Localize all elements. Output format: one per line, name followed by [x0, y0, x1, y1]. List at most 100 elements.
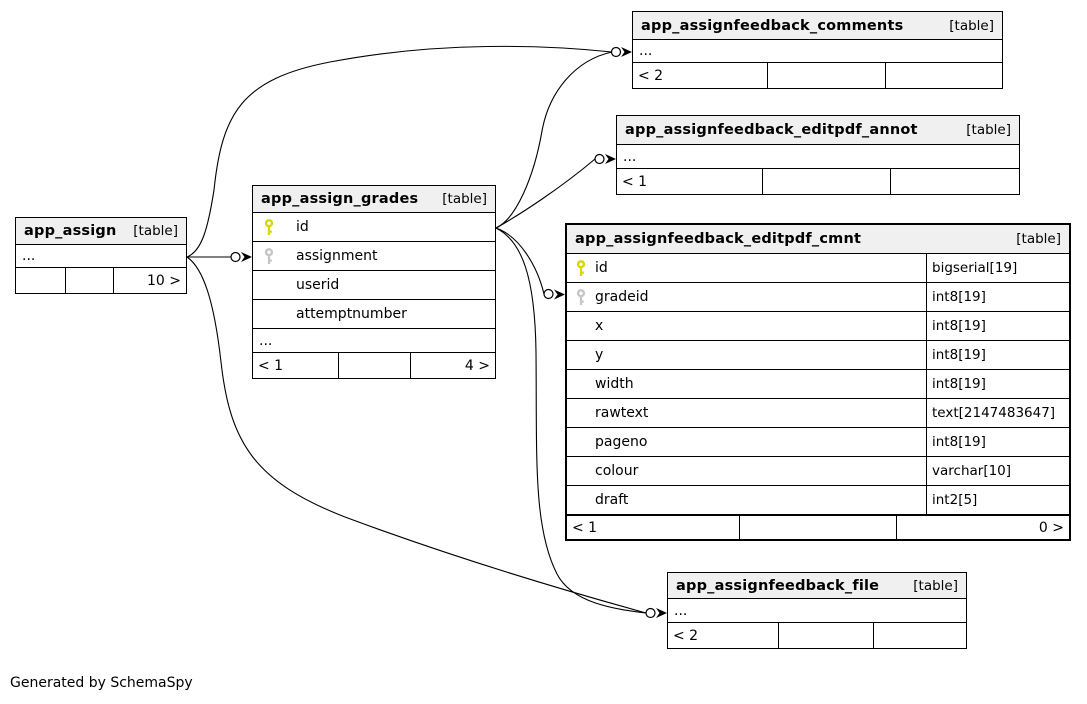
table-type-badge: [table] — [949, 17, 994, 34]
primary-key-icon — [263, 218, 275, 236]
fk-line-assign-comments — [186, 45, 613, 258]
connector-end-file — [645, 607, 667, 619]
table-header[interactable]: app_assignfeedback_editpdf_cmnt [table] — [567, 225, 1069, 254]
column-name: id — [595, 260, 608, 276]
footer-children: 0 > — [1038, 519, 1064, 536]
footer-parents: < 1 — [253, 353, 339, 378]
column-type: int8[19] — [926, 428, 1069, 456]
primary-key-icon — [575, 259, 587, 277]
table-name[interactable]: app_assignfeedback_editpdf_annot — [625, 122, 918, 138]
connector-end-comments — [610, 46, 632, 58]
footer-parents — [16, 268, 66, 293]
column-row-rawtext: rawtext text[2147483647] — [567, 399, 1069, 428]
column-name: rawtext — [595, 405, 649, 421]
footer-children — [874, 623, 966, 648]
table-header[interactable]: app_assignfeedback_editpdf_annot [table] — [617, 116, 1019, 145]
column-row-x: x int8[19] — [567, 312, 1069, 341]
column-row-draft: draft int2[5] — [567, 486, 1069, 515]
foreign-key-icon — [263, 247, 275, 265]
table-footer: < 1 4 > — [253, 353, 495, 378]
table-name[interactable]: app_assign_grades — [261, 191, 419, 207]
table-footer: < 1 0 > — [567, 515, 1069, 539]
collapsed-columns-row: ... — [668, 599, 966, 623]
table-name[interactable]: app_assignfeedback_comments — [641, 17, 904, 34]
column-name: y — [595, 347, 604, 363]
column-name: draft — [595, 492, 629, 508]
footer-children — [886, 63, 1002, 88]
column-row-colour: colour varchar[10] — [567, 457, 1069, 486]
table-header[interactable]: app_assignfeedback_comments [table] — [633, 12, 1002, 40]
footer-parents: < 2 — [633, 63, 768, 88]
footer-children: 10 > — [147, 272, 181, 289]
column-row-y: y int8[19] — [567, 341, 1069, 370]
column-name: colour — [595, 463, 639, 479]
footer-parents: < 1 — [567, 516, 740, 539]
table-app-assign: app_assign [table] ... 10 > — [15, 217, 187, 294]
table-header[interactable]: app_assign [table] — [16, 218, 186, 245]
foreign-key-icon — [575, 288, 587, 306]
column-name: userid — [296, 277, 340, 293]
table-type-badge: [table] — [133, 223, 178, 239]
column-row-id: id bigserial[19] — [567, 254, 1069, 283]
fk-line-grades-annot — [495, 158, 596, 229]
column-type: int8[19] — [926, 341, 1069, 369]
table-footer: < 2 — [633, 63, 1002, 88]
connector-end-annot — [594, 153, 616, 165]
fk-line-grades-cmnt — [495, 227, 545, 295]
collapsed-columns-row: ... — [633, 40, 1002, 63]
table-type-badge: [table] — [442, 191, 487, 207]
connector-end-cmnt-gradeid — [543, 288, 565, 300]
column-row-userid: userid — [253, 271, 495, 300]
fk-line-assign-file — [186, 256, 647, 614]
table-app-assignfeedback-editpdf-annot: app_assignfeedback_editpdf_annot [table]… — [616, 115, 1020, 195]
column-type: int8[19] — [926, 312, 1069, 340]
generator-credit: Generated by SchemaSpy — [10, 675, 193, 691]
table-type-badge: [table] — [1016, 231, 1061, 247]
fk-line-grades-file — [495, 227, 647, 614]
table-footer: < 2 — [668, 623, 966, 648]
footer-middle — [740, 516, 897, 539]
table-app-assignfeedback-file: app_assignfeedback_file [table] ... < 2 — [667, 572, 967, 649]
column-type: bigserial[19] — [926, 254, 1069, 282]
collapsed-columns-row: ... — [617, 145, 1019, 169]
footer-middle — [763, 169, 891, 194]
table-app-assignfeedback-editpdf-cmnt: app_assignfeedback_editpdf_cmnt [table] … — [565, 223, 1071, 541]
column-type: int8[19] — [926, 283, 1069, 311]
column-type: varchar[10] — [926, 457, 1069, 485]
connector-end-grades-assignment — [230, 251, 252, 263]
footer-middle — [66, 268, 114, 293]
collapsed-columns-row: ... — [16, 245, 186, 268]
table-type-badge: [table] — [966, 122, 1011, 138]
column-name: x — [595, 318, 604, 334]
table-app-assignfeedback-comments: app_assignfeedback_comments [table] ... … — [632, 11, 1003, 89]
column-row-id: id — [253, 213, 495, 242]
footer-children — [891, 169, 1019, 194]
column-name: id — [296, 219, 309, 235]
table-footer: < 1 — [617, 169, 1019, 194]
footer-middle — [779, 623, 874, 648]
footer-middle — [768, 63, 886, 88]
table-app-assign-grades: app_assign_grades [table] id assignment … — [252, 185, 496, 379]
column-name: assignment — [296, 248, 378, 264]
table-header[interactable]: app_assignfeedback_file [table] — [668, 573, 966, 599]
column-name: pageno — [595, 434, 648, 450]
column-name: attemptnumber — [296, 306, 407, 322]
table-type-badge: [table] — [913, 577, 958, 594]
column-row-width: width int8[19] — [567, 370, 1069, 399]
table-name[interactable]: app_assignfeedback_file — [676, 577, 880, 594]
footer-parents: < 1 — [617, 169, 763, 194]
table-name[interactable]: app_assign — [24, 223, 117, 239]
column-row-assignment: assignment — [253, 242, 495, 271]
footer-children: 4 > — [464, 357, 490, 374]
column-name: gradeid — [595, 289, 649, 305]
column-type: int2[5] — [926, 486, 1069, 514]
table-header[interactable]: app_assign_grades [table] — [253, 186, 495, 213]
column-name: width — [595, 376, 634, 392]
table-footer: 10 > — [16, 268, 186, 293]
column-row-attemptnumber: attemptnumber — [253, 300, 495, 329]
column-type: text[2147483647] — [926, 399, 1069, 427]
footer-middle — [339, 353, 411, 378]
column-row-pageno: pageno int8[19] — [567, 428, 1069, 457]
table-name[interactable]: app_assignfeedback_editpdf_cmnt — [575, 231, 862, 247]
